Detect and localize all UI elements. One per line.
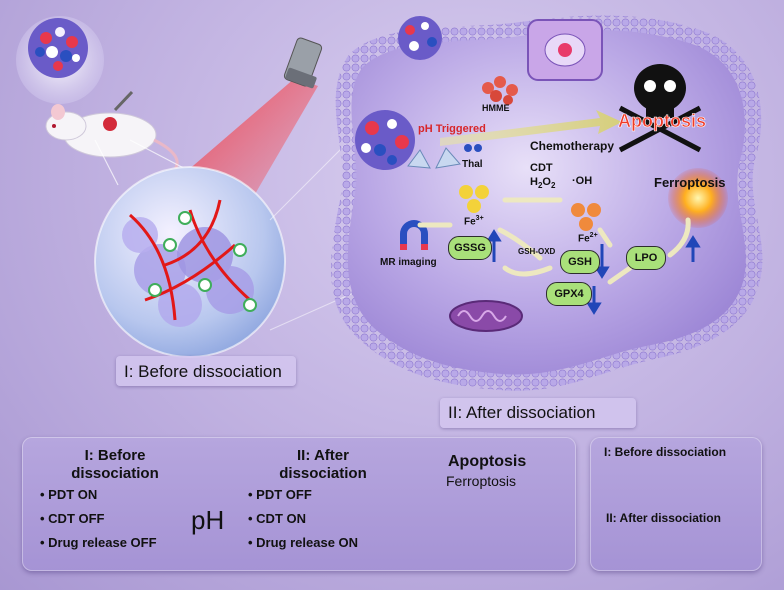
after-dissociation-banner xyxy=(440,398,636,428)
cell-nanoparticle-large xyxy=(355,110,415,170)
before-state-item: CDT OFF xyxy=(40,507,157,531)
tumor-cluster xyxy=(122,199,254,327)
after-dissociation-caption: II: After dissociation xyxy=(448,403,596,422)
hydroxyl-radical-label: ·OH xyxy=(572,175,593,187)
chemotherapy-label: Chemotherapy xyxy=(530,139,615,153)
before-state-item: Drug release OFF xyxy=(40,531,156,555)
fe3-ions-icon xyxy=(459,185,489,213)
ph-triggered-label: pH Triggered xyxy=(418,123,486,135)
mri-after-label: II: After dissociation xyxy=(606,511,721,525)
after-state-item: CDT ON xyxy=(248,507,358,531)
fe2-ions-icon xyxy=(571,203,601,231)
gssg-badge: GSSG xyxy=(448,236,492,260)
after-state-item: PDT OFF xyxy=(248,483,358,507)
after-title-line2: dissociation xyxy=(279,465,367,482)
before-title-line1: I: Before xyxy=(84,447,146,464)
before-dissociation-banner xyxy=(116,356,296,386)
blue-arrows xyxy=(486,229,701,315)
after-state-item: Drug release ON xyxy=(248,531,358,555)
before-title-line2: dissociation xyxy=(71,465,159,482)
nucleus-icon xyxy=(527,19,603,81)
hmme-cluster-icon xyxy=(482,76,518,105)
mri-panel xyxy=(590,437,762,571)
mouse-icon xyxy=(45,90,179,177)
mr-imaging-label: MR imaging xyxy=(380,257,437,268)
fe3-label: Fe3+ xyxy=(464,215,484,228)
after-title-line1: II: After xyxy=(297,447,349,464)
gsh-badge: GSH xyxy=(560,250,600,274)
ferroptosis-burst-icon xyxy=(668,168,728,228)
before-state-item: PDT ON xyxy=(40,483,157,507)
chemotherapy-arrow xyxy=(440,110,622,146)
cell-nanoparticle-small xyxy=(398,16,442,60)
gpx4-badge: GPX4 xyxy=(546,282,592,306)
after-state-list: PDT OFF CDT ON Drug release ON xyxy=(248,483,358,555)
thal-label: Thal xyxy=(462,159,483,170)
mitochondrion-icon xyxy=(449,300,523,332)
gsh-oxd-label: GSH-OXD xyxy=(518,247,556,256)
before-state-list: PDT ON CDT OFF Drug release OFF xyxy=(40,483,157,555)
ph-label: pH xyxy=(191,505,225,535)
oxygen-particles xyxy=(148,211,257,312)
cdt-label: CDT xyxy=(530,162,553,174)
lpo-badge: LPO xyxy=(626,246,666,270)
reaction-arrows xyxy=(417,197,691,285)
h2o2-label: H2O2 xyxy=(530,176,556,191)
thal-dots xyxy=(464,144,482,152)
outcome-ferroptosis-label: Ferroptosis xyxy=(446,473,517,489)
nanoparticle-icon xyxy=(28,18,88,78)
hmme-label: HMME xyxy=(482,103,510,113)
skull-icon xyxy=(618,64,702,153)
before-dissociation-caption: I: Before dissociation xyxy=(124,362,282,381)
outcome-apoptosis-label: Apoptosis xyxy=(448,453,527,470)
mri-before-label: I: Before dissociation xyxy=(604,445,727,459)
fe2-label: Fe2+ xyxy=(578,232,598,245)
apoptosis-label: Apoptosis xyxy=(618,111,707,131)
butterfly-icon xyxy=(407,147,461,169)
laser-device-icon xyxy=(283,37,323,89)
ferroptosis-label: Ferroptosis xyxy=(654,175,726,190)
